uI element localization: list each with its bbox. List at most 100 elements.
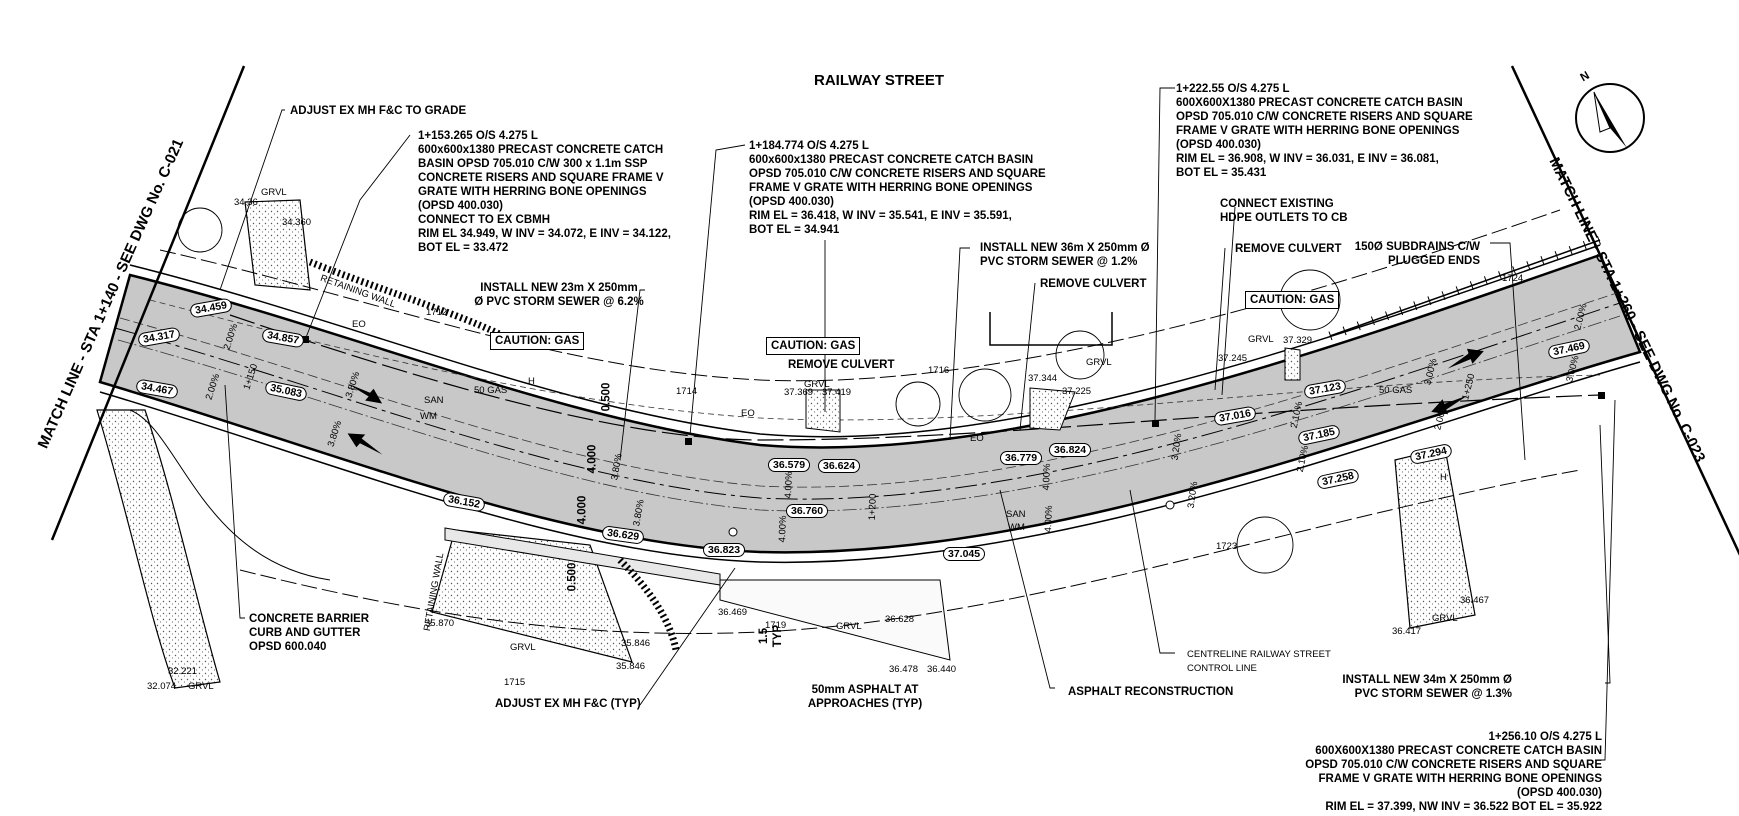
wm-label-2: WM <box>1008 522 1025 533</box>
gas-label-2: 50 GAS <box>1379 385 1413 396</box>
dim-0500-a: 0.500 <box>600 382 613 412</box>
remove-culvert-3: REMOVE CULVERT <box>1235 243 1342 255</box>
elev-tag: 36.823 <box>703 543 746 557</box>
lot-1714: 1714 <box>676 386 698 397</box>
gravel-driveway-s2 <box>719 579 951 661</box>
eo-label-1: EO <box>352 319 366 330</box>
spot-elev: 35.846 <box>616 661 646 672</box>
gravel-driveway-c2 <box>1029 387 1076 431</box>
grvl-label-4: GRVL <box>836 621 862 632</box>
gravel-driveway-nw <box>244 199 311 291</box>
spot-elev: 32.221 <box>168 666 198 677</box>
caution-gas-2: CAUTION: GAS <box>766 337 861 355</box>
property-line-n <box>159 209 1561 382</box>
catch-basin-3-callout: 1+222.55 O/S 4.275 L 600X600X1380 PRECAS… <box>1176 83 1473 179</box>
slope-pct: 4.00% <box>783 471 795 499</box>
elev-tag: 36.779 <box>1000 451 1043 465</box>
spot-elev: 37.369 <box>784 387 814 398</box>
storm-sewer-34m-callout: INSTALL NEW 34m X 250mm Ø PVC STORM SEWE… <box>1342 674 1512 700</box>
lot-1719: 1719 <box>765 620 787 631</box>
elev-tag: 36.579 <box>768 458 811 472</box>
lot-1724: 1724 <box>1502 273 1524 284</box>
centreline-label: CENTRELINE RAILWAY STREET CONTROL LINE <box>1187 649 1331 674</box>
storm-sewer-23m-callout: INSTALL NEW 23m X 250mm Ø PVC STORM SEWE… <box>474 282 644 308</box>
elev-tag: 36.624 <box>818 459 861 473</box>
grvl-label-7: GRVL <box>1432 613 1458 624</box>
spot-elev: 32.074 <box>147 681 177 692</box>
spot-elev: 37.245 <box>1218 353 1248 364</box>
spot-elev: 35.846 <box>621 638 651 649</box>
spot-elev: 36.478 <box>889 664 919 675</box>
structures <box>302 336 1605 445</box>
caution-gas-1: CAUTION: GAS <box>490 332 585 350</box>
remove-culvert-2: REMOVE CULVERT <box>1040 278 1147 290</box>
spot-elev: 34.360 <box>282 217 312 228</box>
spot-elev: 37.344 <box>1028 373 1058 384</box>
grvl-label-8: GRVL <box>188 681 214 692</box>
subdrains-callout: 150Ø SUBDRAINS C/W PLUGGED ENDS <box>1354 241 1480 267</box>
storm-line <box>229 314 1601 441</box>
eo-label-2: EO <box>741 408 755 419</box>
h-label-2: H <box>1440 472 1447 483</box>
flow-arrows <box>346 348 1484 455</box>
spot-elev: 36.417 <box>1392 626 1422 637</box>
dim-4000-b: 4.000 <box>576 495 589 525</box>
lot-1716: 1716 <box>928 365 950 376</box>
spot-elev: 36.628 <box>885 614 915 625</box>
connect-hdpe-callout: CONNECT EXISTING HDPE OUTLETS TO CB <box>1220 198 1348 224</box>
h-label-1: H <box>528 376 535 387</box>
eo-label-3: EO <box>970 433 984 444</box>
elev-tag: 37.045 <box>943 547 986 561</box>
grvl-label-5: GRVL <box>1086 357 1112 368</box>
spot-elev: 34.36 <box>234 197 258 208</box>
match-line-right <box>1510 65 1739 556</box>
slope-pct: 4.00% <box>1043 505 1055 533</box>
grvl-label-6: GRVL <box>1248 334 1274 345</box>
catch-basin-4-callout: 1+256.10 O/S 4.275 L 600X600X1380 PRECAS… <box>1305 731 1602 813</box>
dim-4000-a: 4.000 <box>586 444 599 474</box>
elev-tag: 36.760 <box>786 504 829 518</box>
spot-elev: 35.870 <box>425 618 455 629</box>
adjust-mh-callout: ADJUST EX MH F&C TO GRADE <box>290 105 467 117</box>
remove-culvert-1: REMOVE CULVERT <box>788 359 895 371</box>
grvl-label-2: GRVL <box>510 642 536 653</box>
asphalt-approaches-callout: 50mm ASPHALT AT APPROACHES (TYP) <box>807 684 923 710</box>
lot-1715: 1715 <box>504 677 526 688</box>
lot-1712: 1712 <box>426 307 448 318</box>
north-arrow-icon <box>1575 83 1645 153</box>
driveway-edge-sw <box>129 409 331 581</box>
spot-elev: 37.419 <box>822 387 852 398</box>
gas-label-1: 50 GAS <box>474 385 508 396</box>
catch-basin-1-callout: 1+153.265 O/S 4.275 L 600x600x1380 PRECA… <box>418 130 671 254</box>
south-curb <box>99 361 1641 564</box>
spot-elev: 37.225 <box>1062 386 1092 397</box>
drawing-title: RAILWAY STREET <box>814 72 945 89</box>
grvl-label-1: GRVL <box>261 187 287 198</box>
building-outline <box>989 312 1113 346</box>
spot-elev: 37.329 <box>1283 335 1313 346</box>
spot-elev: 36.440 <box>927 664 957 675</box>
control-line <box>114 302 1621 500</box>
gravel-area-w <box>96 409 221 689</box>
san-label-1: SAN <box>424 395 444 406</box>
grvl-label-3: GRVL <box>804 379 830 390</box>
station-1200: 1+200 <box>866 493 879 521</box>
slope-pct: 4.00% <box>777 515 789 543</box>
match-line-left <box>50 65 246 541</box>
slope-edge-ne <box>1329 239 1601 337</box>
sanitary-line <box>119 291 1621 488</box>
gravel-driveway-nc <box>805 389 841 433</box>
catch-basin-2-callout: 1+184.774 O/S 4.275 L 600x600x1380 PRECA… <box>749 140 1046 236</box>
wm-label-1: WM <box>420 411 437 422</box>
slope-pct: 4.00% <box>1041 463 1053 491</box>
spot-elev: 36.469 <box>718 607 748 618</box>
adjust-mh-typ-callout: ADJUST EX MH F&C (TYP) <box>495 698 641 710</box>
dim-0500-b: 0.500 <box>566 562 579 592</box>
property-line-s <box>239 469 1581 634</box>
storm-sewer-36m-callout: INSTALL NEW 36m X 250mm Ø PVC STORM SEWE… <box>980 242 1150 268</box>
lot-1723: 1723 <box>1216 541 1238 552</box>
elev-tag: 36.824 <box>1049 443 1092 457</box>
spot-elev: 36.467 <box>1460 595 1490 606</box>
asphalt-reconstruction-callout: ASPHALT RECONSTRUCTION <box>1068 686 1234 698</box>
leader-lines <box>219 87 1616 761</box>
